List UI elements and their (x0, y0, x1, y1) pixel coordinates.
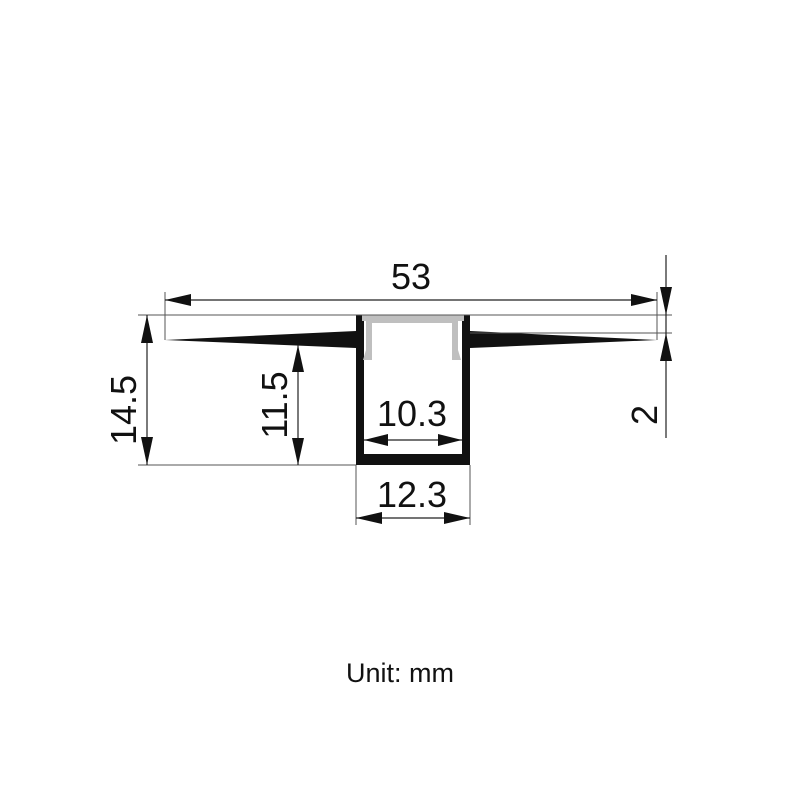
arrow-10-3-right (438, 434, 462, 446)
arrow-14-5-bottom (141, 437, 153, 465)
arrow-11-5-bottom (292, 438, 304, 465)
arrow-2-bottom (660, 333, 672, 361)
dim-overall-height: 14.5 (103, 375, 144, 445)
dim-flange-thickness: 2 (624, 405, 665, 425)
arrow-12-3-left (356, 512, 382, 524)
dim-inner-width: 10.3 (377, 393, 447, 434)
arrow-53-left (165, 294, 191, 306)
unit-label: Unit: mm (346, 658, 454, 688)
arrow-53-right (631, 294, 657, 306)
arrow-10-3-left (364, 434, 388, 446)
dim-outer-width: 12.3 (377, 474, 447, 515)
arrow-2-top (660, 287, 672, 315)
dim-channel-depth: 11.5 (254, 371, 295, 438)
diffuser-cover (362, 315, 464, 360)
profile-body (165, 315, 657, 465)
arrow-11-5-top (292, 345, 304, 372)
arrow-12-3-right (444, 512, 470, 524)
dim-overall-width: 53 (391, 256, 431, 297)
arrow-14-5-top (141, 315, 153, 343)
